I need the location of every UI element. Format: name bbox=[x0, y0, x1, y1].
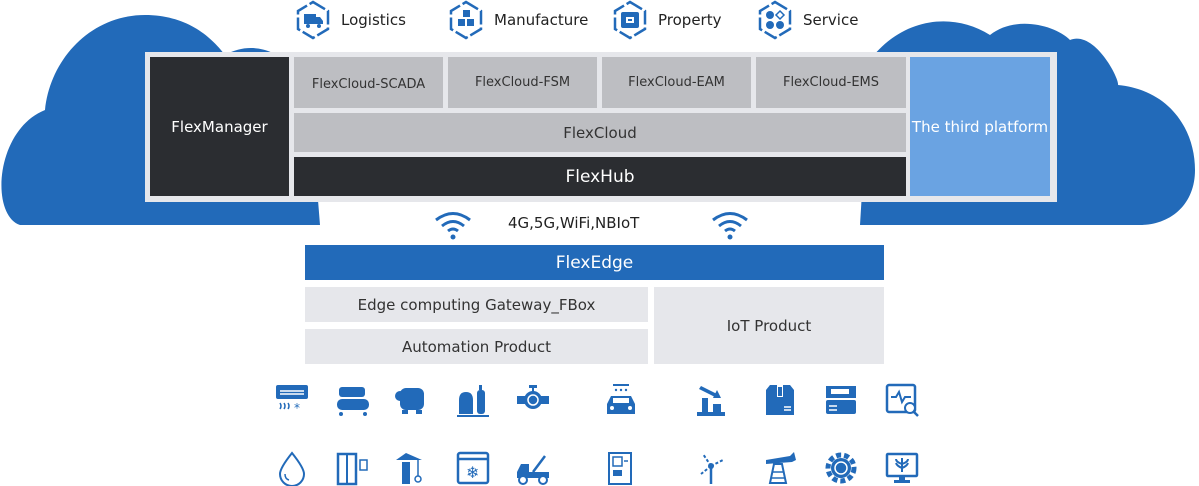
app-block-scada: FlexCloud-SCADA bbox=[294, 57, 443, 108]
app-block-eam: FlexCloud-EAM bbox=[602, 57, 751, 108]
flexmanager-block: FlexManager bbox=[150, 57, 289, 196]
app-block-fsm: FlexCloud-FSM bbox=[448, 57, 597, 108]
tower-crane-icon bbox=[396, 453, 422, 484]
robot-arm-icon bbox=[697, 386, 725, 416]
oil-pump-icon bbox=[766, 452, 796, 484]
monitor-inspection-icon bbox=[885, 383, 919, 417]
automation-block: Automation Product bbox=[305, 329, 648, 364]
flexcloud-block: FlexCloud bbox=[294, 113, 906, 152]
water-drop-icon bbox=[278, 451, 306, 486]
truck-icon bbox=[296, 0, 330, 40]
third-platform-block: The third platform bbox=[910, 57, 1050, 196]
industry-label: Service bbox=[803, 11, 859, 29]
app-block-ems: FlexCloud-EMS bbox=[756, 57, 906, 108]
cnc-machine-icon bbox=[826, 386, 856, 414]
elevator-icon bbox=[336, 452, 368, 486]
iot-block: IoT Product bbox=[654, 287, 884, 364]
package-box-icon bbox=[766, 385, 794, 415]
industry-logistics: Logistics bbox=[293, 0, 406, 40]
industry-label: Logistics bbox=[341, 11, 406, 29]
industry-label: Property bbox=[658, 11, 722, 29]
flexedge-block: FlexEdge bbox=[305, 245, 884, 280]
wifi-icon bbox=[435, 212, 471, 240]
cubes-icon bbox=[449, 0, 483, 40]
pipe-valve-icon bbox=[517, 385, 549, 409]
industry-manufacture: Manufacture bbox=[446, 0, 588, 40]
gateway-block: Edge computing Gateway_FBox bbox=[305, 287, 648, 322]
svg-text:*: * bbox=[294, 401, 300, 415]
boiler-icon bbox=[395, 388, 424, 414]
agriculture-monitor-icon bbox=[885, 452, 919, 483]
industry-label: Manufacture bbox=[494, 11, 589, 29]
freezer-icon: ❄ bbox=[456, 451, 490, 485]
chemical-tanks-icon bbox=[457, 385, 489, 417]
air-conditioner-icon: * bbox=[276, 385, 308, 415]
gear-icon bbox=[825, 452, 857, 484]
tow-truck-icon bbox=[517, 455, 549, 485]
wind-turbine-icon bbox=[700, 453, 724, 484]
svg-text:❄: ❄ bbox=[466, 463, 479, 482]
network-label: 4G,5G,WiFi,NBIoT bbox=[508, 214, 640, 232]
access-door-icon bbox=[608, 452, 632, 485]
industry-property: Property bbox=[610, 0, 721, 40]
industry-service: Service bbox=[755, 0, 858, 40]
wallet-icon bbox=[613, 0, 647, 40]
air-compressor-icon bbox=[337, 387, 369, 416]
service-icon bbox=[758, 0, 792, 40]
wifi-icon bbox=[712, 212, 748, 240]
car-wash-icon bbox=[607, 384, 635, 414]
flexhub-block: FlexHub bbox=[294, 157, 906, 196]
